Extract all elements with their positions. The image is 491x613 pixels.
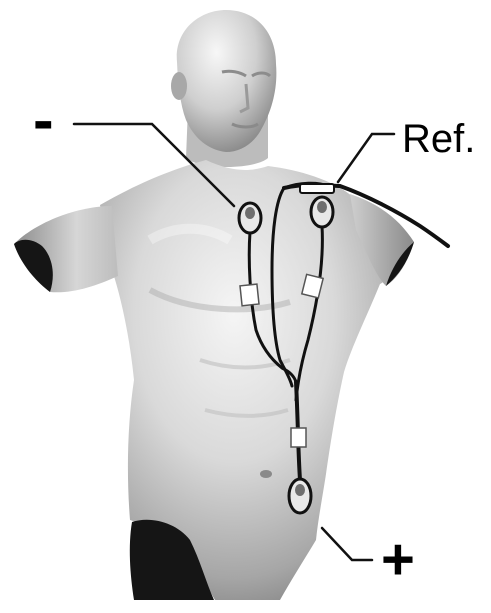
patch-abdomen	[291, 428, 306, 447]
patch-left-chest	[240, 284, 259, 306]
navel	[260, 470, 272, 478]
left-ear	[171, 72, 187, 100]
torso-body	[14, 10, 414, 600]
reference-leader-line	[338, 134, 394, 182]
electrode-negative	[239, 203, 261, 233]
patch-right-chest	[302, 274, 323, 298]
electrode-center	[311, 197, 333, 227]
electrode-positive	[289, 479, 311, 513]
positive-leader-line	[322, 528, 372, 560]
electrode-reference	[300, 184, 334, 193]
reference-electrode-label: Ref.	[402, 119, 475, 159]
negative-electrode-label: -	[33, 90, 54, 152]
positive-electrode-label: +	[381, 531, 415, 589]
